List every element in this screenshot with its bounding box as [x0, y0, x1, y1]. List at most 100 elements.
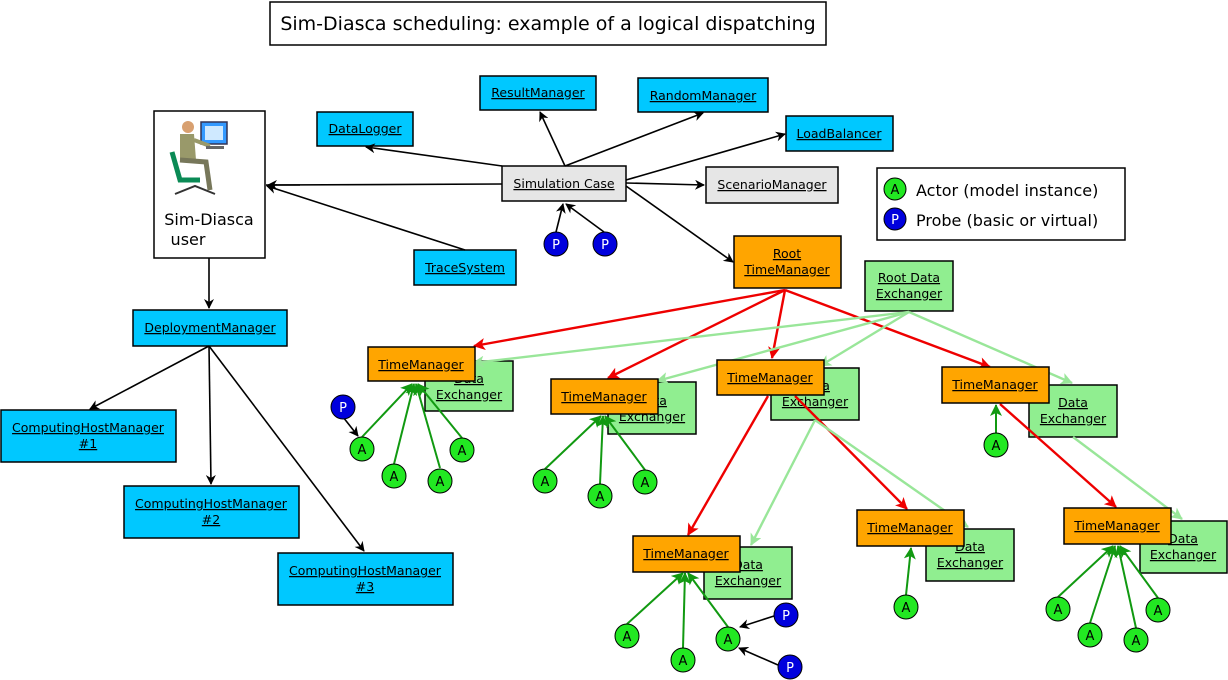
legend-actor-icon: A [891, 183, 900, 198]
svg-text:ComputingHostManager: ComputingHostManager [12, 420, 165, 435]
svg-text:Exchanger: Exchanger [1150, 547, 1217, 562]
svg-text:Exchanger: Exchanger [937, 555, 1004, 570]
result-manager-box: ResultManager [479, 75, 597, 111]
title-text: Sim-Diasca scheduling: example of a logi… [280, 13, 815, 35]
scenario-manager-box: ScenarioManager [705, 166, 839, 204]
actor-node: A [614, 623, 640, 649]
computing-host-manager-2-box: ComputingHostManager #2 [123, 485, 300, 539]
svg-text:P: P [552, 238, 560, 253]
probe-node: P [777, 654, 803, 680]
svg-text:ComputingHostManager: ComputingHostManager [135, 496, 288, 511]
svg-text:ComputingHostManager: ComputingHostManager [289, 563, 442, 578]
svg-text:Data: Data [1168, 531, 1198, 546]
load-balancer-box: LoadBalancer [785, 115, 894, 152]
time-manager-6: TimeManager [856, 509, 965, 547]
actor-node: A [1145, 597, 1171, 623]
svg-text:A: A [1054, 603, 1063, 618]
svg-text:P: P [339, 401, 347, 416]
svg-text:TimeManager: TimeManager [743, 262, 830, 277]
svg-text:TimeManager: TimeManager [726, 370, 813, 385]
svg-text:P: P [601, 238, 609, 253]
svg-text:DataLogger: DataLogger [329, 121, 403, 136]
time-manager-3: TimeManager [716, 359, 825, 396]
svg-text:P: P [786, 661, 794, 676]
svg-text:#3: #3 [356, 579, 374, 594]
simulation-case-box: Simulation Case [501, 165, 627, 202]
svg-text:Simulation Case: Simulation Case [513, 176, 614, 191]
svg-text:TraceSystem: TraceSystem [424, 260, 505, 275]
legend: A Actor (model instance) P Probe (basic … [876, 167, 1126, 241]
actor-node: A [1045, 596, 1071, 622]
svg-text:A: A [641, 476, 650, 491]
svg-text:TimeManager: TimeManager [377, 357, 464, 372]
svg-text:A: A [458, 444, 467, 459]
svg-text:Exchanger: Exchanger [715, 573, 782, 588]
computing-host-manager-3-box: ComputingHostManager #3 [277, 552, 454, 606]
actor-node: A [893, 594, 919, 620]
svg-text:TimeManager: TimeManager [1073, 518, 1160, 533]
actor-node: A [532, 468, 558, 494]
svg-text:#2: #2 [202, 512, 220, 527]
svg-text:TimeManager: TimeManager [560, 389, 647, 404]
svg-text:A: A [1132, 634, 1141, 649]
time-manager-5: TimeManager [632, 535, 741, 573]
simulation-case-links [89, 111, 786, 552]
data-exchanger-7: Data Exchanger [1139, 520, 1228, 574]
svg-text:Exchanger: Exchanger [782, 394, 849, 409]
svg-text:A: A [623, 630, 632, 645]
simulation-case-probes: P P [543, 231, 618, 257]
svg-text:A: A [436, 475, 445, 490]
svg-text:ResultManager: ResultManager [491, 85, 585, 100]
random-manager-box: RandomManager [637, 77, 769, 113]
svg-text:TimeManager: TimeManager [866, 520, 953, 535]
svg-text:A: A [724, 633, 733, 648]
legend-actor-label: Actor (model instance) [916, 181, 1098, 200]
user-box: Sim-Diasca user [153, 110, 266, 259]
svg-text:Exchanger: Exchanger [876, 286, 943, 301]
svg-text:TimeManager: TimeManager [951, 377, 1038, 392]
actor-node: A [670, 647, 696, 673]
svg-text:Data: Data [1058, 395, 1088, 410]
root-data-exchanger-box: Root Data Exchanger [864, 260, 954, 312]
actor-node: A [587, 483, 613, 509]
time-manager-1: TimeManager [367, 346, 476, 382]
svg-text:Root: Root [773, 246, 801, 261]
probe-links [342, 416, 779, 666]
actor-node: A [1123, 627, 1149, 653]
svg-text:A: A [902, 601, 911, 616]
actors: A A A A A A A A A A A A A A A A [349, 432, 1171, 673]
svg-text:#1: #1 [79, 436, 97, 451]
data-logger-box: DataLogger [316, 111, 414, 147]
time-manager-4: TimeManager [941, 366, 1050, 404]
data-exchanger-5: Data Exchanger [703, 546, 793, 600]
deployment-manager-box: DeploymentManager [132, 309, 288, 347]
probe-node: P [330, 394, 356, 420]
svg-text:A: A [679, 654, 688, 669]
actor-node: A [381, 463, 407, 489]
legend-probe-label: Probe (basic or virtual) [916, 211, 1098, 230]
svg-text:Root Data: Root Data [878, 270, 940, 285]
svg-text:RandomManager: RandomManager [650, 88, 757, 103]
svg-text:A: A [358, 443, 367, 458]
svg-text:LoadBalancer: LoadBalancer [797, 126, 883, 141]
actor-node: A [449, 437, 475, 463]
actor-node: A [983, 432, 1009, 458]
time-manager-links [473, 288, 1117, 536]
probes: P P P [330, 394, 803, 680]
probe-node: P [773, 602, 799, 628]
svg-text:A: A [596, 490, 605, 505]
svg-text:ScenarioManager: ScenarioManager [717, 177, 827, 192]
time-manager-2: TimeManager [550, 378, 659, 415]
user-label-line2: user [171, 230, 206, 249]
trace-system-box: TraceSystem [413, 249, 517, 286]
svg-text:A: A [541, 475, 550, 490]
actor-links [361, 383, 1159, 649]
actor-node: A [632, 469, 658, 495]
svg-text:A: A [1086, 629, 1095, 644]
svg-text:A: A [1154, 604, 1163, 619]
user-label-line1: Sim-Diasca [164, 210, 253, 229]
root-time-manager-box: Root TimeManager [733, 235, 842, 289]
legend-probe-icon: P [891, 213, 899, 228]
svg-text:A: A [390, 470, 399, 485]
